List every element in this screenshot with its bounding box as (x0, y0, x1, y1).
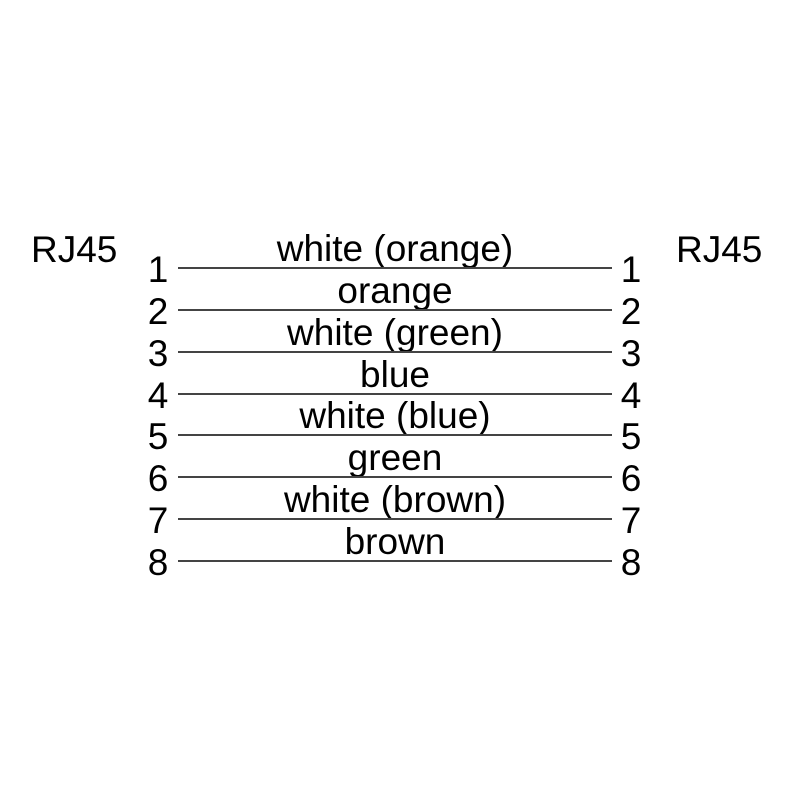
pin-number-right: 4 (620, 375, 642, 416)
wire-line (178, 476, 612, 478)
wire-color-label: white (orange) (276, 228, 514, 269)
pin-number-left: 3 (147, 333, 169, 374)
pin-number-left: 2 (147, 291, 169, 332)
left-connector-label: RJ45 (31, 229, 118, 270)
pin-number-left: 5 (147, 416, 169, 457)
pin-number-right: 6 (620, 458, 642, 499)
pin-number-left: 6 (147, 458, 169, 499)
wire-color-label: white (green) (287, 312, 503, 353)
wire-color-label: blue (360, 354, 430, 395)
pin-number-left: 7 (147, 500, 169, 541)
wire-color-label: orange (337, 270, 453, 311)
wire-line (178, 309, 612, 311)
wire-color-label: brown (344, 521, 446, 562)
pin-number-right: 3 (620, 333, 642, 374)
pin-number-left: 4 (147, 375, 169, 416)
pin-number-right: 8 (620, 542, 642, 583)
wire-line (178, 393, 612, 395)
pin-number-right: 1 (620, 249, 642, 290)
wire-color-label: white (brown) (283, 479, 507, 520)
pin-number-left: 1 (147, 249, 169, 290)
pin-number-right: 7 (620, 500, 642, 541)
wire-line (178, 267, 612, 269)
pin-number-left: 8 (147, 542, 169, 583)
wire-line (178, 560, 612, 562)
wire-color-label: white (blue) (299, 395, 491, 436)
pin-number-right: 5 (620, 416, 642, 457)
wire-line (178, 518, 612, 520)
pin-number-right: 2 (620, 291, 642, 332)
wire-color-label: green (347, 437, 443, 478)
wire-line (178, 434, 612, 436)
right-connector-label: RJ45 (676, 229, 763, 270)
wire-line (178, 351, 612, 353)
